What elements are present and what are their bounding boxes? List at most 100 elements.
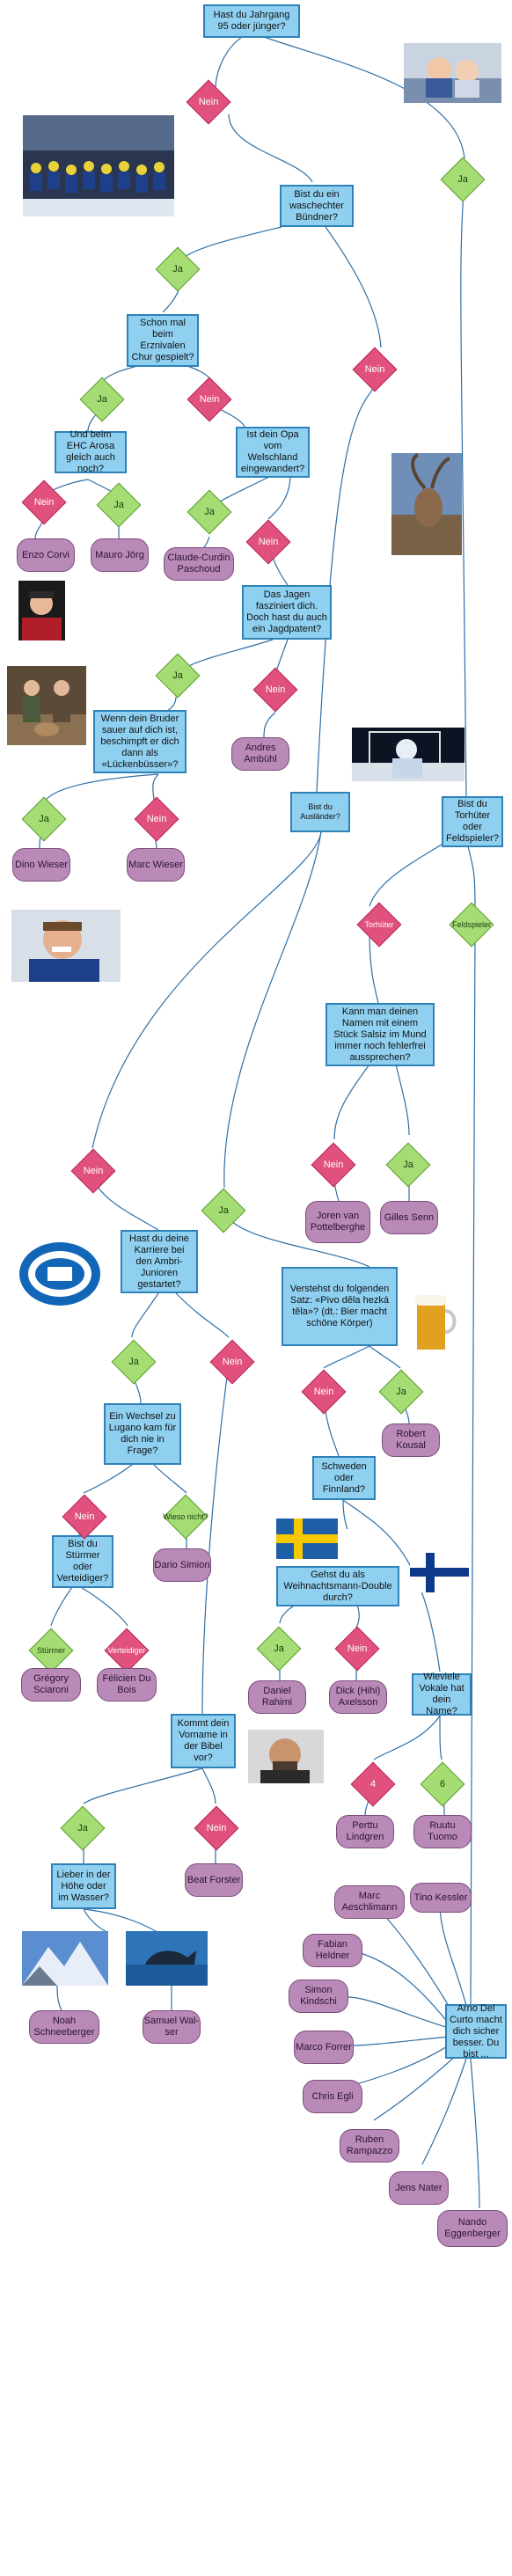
connector [360, 1952, 450, 2024]
connector [50, 1583, 76, 1627]
player-pill: Dino Wieser [12, 848, 70, 882]
yes-diamond: Ja [96, 482, 142, 528]
player-pill: Chris Egli [303, 2080, 362, 2113]
no-diamond: Nein [70, 1148, 116, 1194]
question-box: Wenn dein Bruder sauer auf dich ist, bes… [93, 710, 187, 773]
yes-diamond: Ja [155, 246, 201, 292]
no-diamond: 4 [350, 1761, 396, 1807]
connector [83, 1464, 133, 1494]
ibex-photo [391, 453, 462, 555]
player-pill: Ruben Rampazzo [340, 2129, 399, 2163]
yes-diamond: Ja [60, 1805, 106, 1851]
finland-flag [410, 1553, 469, 1592]
goalie-photo [352, 728, 464, 781]
connector [421, 2058, 467, 2165]
yes-diamond: 6 [420, 1761, 465, 1807]
connector [267, 474, 291, 520]
connector [56, 1983, 62, 2011]
yes-diamond: Ja [378, 1369, 424, 1415]
connector [439, 1715, 443, 1760]
connector [263, 36, 465, 159]
question-box: Hast du deine Karriere bei den Ambri-Jun… [121, 1230, 198, 1293]
club-logo [18, 1240, 103, 1308]
connector [369, 932, 379, 1004]
player-pill: Claude-Curdin Paschoud [164, 547, 234, 581]
connector [439, 1904, 467, 2007]
player-pill: Samuel Wal-ser [143, 2010, 201, 2044]
connector [325, 226, 382, 348]
yes-diamond: Ja [111, 1339, 157, 1385]
connector [43, 773, 159, 803]
connector [470, 932, 476, 2007]
sweden-flag [276, 1519, 338, 1559]
connector [228, 113, 313, 183]
player-pill: Perttu Lindgren [336, 1815, 394, 1848]
connector [369, 839, 450, 907]
player-pill: Simon Kindschi [289, 1980, 348, 2013]
no-diamond: Nein [134, 796, 179, 842]
no-diamond: Nein [245, 519, 291, 565]
player-pill: Félicien Du Bois [97, 1668, 157, 1701]
baby-photo [404, 43, 501, 103]
connector [316, 382, 379, 793]
yes-diamond: Ja [385, 1142, 431, 1188]
no-diamond: Nein [334, 1626, 380, 1672]
player-pill: Marc Wieser [127, 848, 185, 882]
connector [201, 1767, 216, 1804]
connector [369, 1345, 401, 1369]
question-box: Hast du Jahrgang 95 oder jünger? [203, 4, 300, 38]
player-pill: Gilles Senn [380, 1201, 438, 1234]
player-pill: Daniel Rahimi [248, 1680, 306, 1714]
player-smile-photo [11, 910, 121, 982]
no-diamond: Verteidiger [104, 1628, 150, 1673]
whale-photo [126, 1931, 208, 1986]
connector [342, 1499, 348, 1530]
no-diamond: Nein [252, 667, 298, 713]
player-pill: Dario Simion [153, 1548, 211, 1582]
question-box: Bist du Torhüter oder Feldspieler? [442, 796, 503, 847]
connector [460, 179, 467, 797]
connector [179, 226, 282, 260]
connector [373, 1715, 441, 1760]
connector [377, 1908, 450, 2007]
connector [351, 2036, 450, 2046]
question-box: Bist du ein waschechter Bündner? [280, 185, 354, 227]
connector [83, 1908, 106, 1932]
player-pill: Beat Forster [185, 1863, 243, 1897]
yes-diamond: Stürmer [28, 1628, 74, 1673]
question-box: Gehst du als Weihnachtsmann-Double durch… [276, 1566, 399, 1606]
question-box: Ein Wechsel zu Lugano kam für dich nie i… [104, 1403, 181, 1465]
question-box: Das Jagen fasziniert dich. Doch hast du … [242, 585, 332, 640]
question-box: Lieber in der Höhe oder im Wasser? [51, 1863, 116, 1909]
question-box: Wieviele Vokale hat dein Name? [412, 1672, 472, 1716]
no-diamond: Nein [186, 79, 231, 125]
connector [263, 712, 276, 738]
connector [465, 839, 476, 907]
player-pill: Fabian Heldner [303, 1934, 362, 1967]
connector [395, 1064, 410, 1136]
connector [333, 1064, 370, 1140]
connector [91, 831, 322, 1149]
beer-glass [406, 1288, 459, 1355]
no-diamond: Nein [194, 1805, 239, 1851]
connector [83, 1767, 203, 1804]
question-box: Bist du Stürmer oder Verteidiger? [52, 1535, 113, 1588]
yes-diamond: Ja [256, 1626, 302, 1672]
no-diamond: Nein [301, 1369, 347, 1415]
no-diamond: Nein [209, 1339, 255, 1385]
hockey-team-photo [23, 115, 174, 216]
no-diamond: Nein [352, 347, 398, 392]
connector [131, 1292, 159, 1338]
player-pill: Robert Kousal [382, 1423, 440, 1457]
connector [153, 1464, 187, 1494]
player-pill: Mauro Jörg [91, 538, 149, 572]
player-pill: Ruutu Tuomo [413, 1815, 472, 1848]
player-pill: Nando Eggenberger [437, 2210, 508, 2247]
player-portrait [18, 581, 65, 640]
connector [223, 831, 322, 1189]
question-box: Ist dein Opa vom Welschland eingewandert… [236, 427, 310, 478]
yes-diamond: Ja [79, 377, 125, 422]
player-pill: Enzo Corvi [17, 538, 75, 572]
